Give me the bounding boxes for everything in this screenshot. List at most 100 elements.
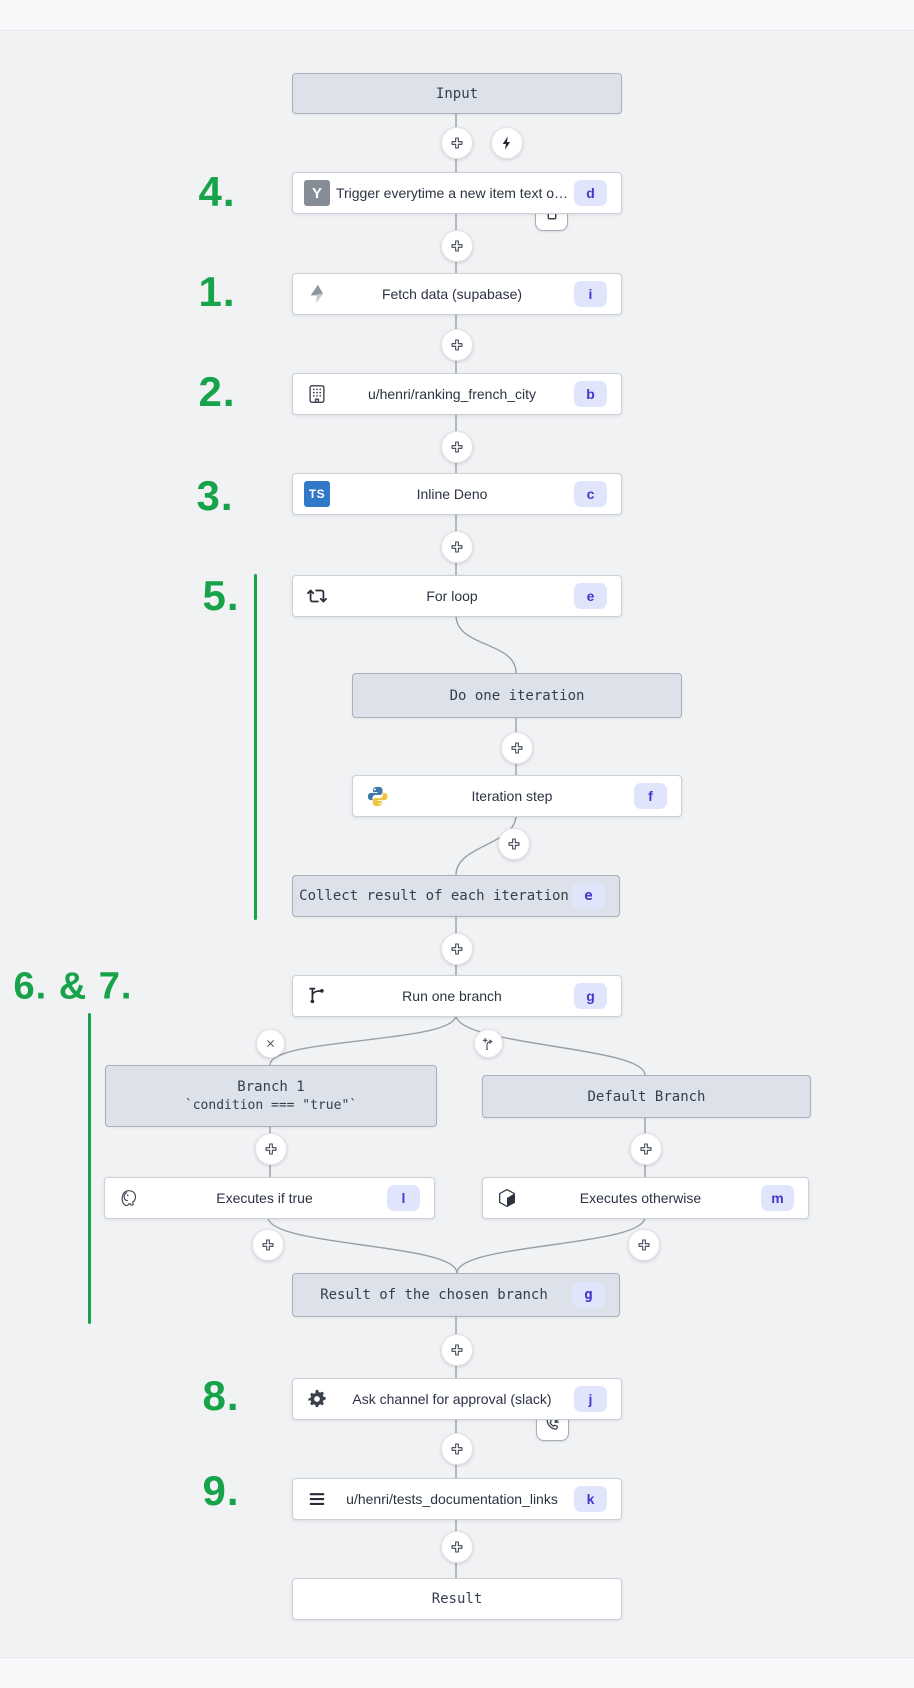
python-icon xyxy=(364,783,390,809)
result-node-label: Result xyxy=(431,1591,483,1607)
add-step-button[interactable] xyxy=(441,431,473,463)
annotation-number-3: 3. xyxy=(196,472,234,519)
branch-1-condition: `condition === "true"` xyxy=(184,1098,358,1113)
add-step-button[interactable] xyxy=(441,230,473,262)
step-fetch-data[interactable]: Fetch data (supabase) i xyxy=(292,273,622,315)
step-executes-otherwise[interactable]: Executes otherwise m xyxy=(482,1177,809,1219)
annotation-number-4: 4. xyxy=(198,168,236,215)
plus-icon xyxy=(451,240,463,252)
annotation-number-5: 5. xyxy=(202,572,240,619)
plus-icon xyxy=(508,838,520,850)
step-tests-documentation-links[interactable]: u/henri/tests_documentation_links k xyxy=(292,1478,622,1520)
plus-icon xyxy=(451,1344,463,1356)
result-of-chosen-branch-badge: g xyxy=(572,1282,605,1308)
gear-icon xyxy=(304,1386,330,1412)
default-branch-header[interactable]: Default Branch xyxy=(482,1075,811,1118)
step-executes-if-true[interactable]: Executes if true l xyxy=(104,1177,435,1219)
step-label: Executes if true xyxy=(216,1190,313,1206)
plus-icon xyxy=(451,541,463,553)
plus-icon xyxy=(511,742,523,754)
step-label: Trigger everytime a new item text o… xyxy=(335,185,569,201)
typescript-icon: TS xyxy=(304,481,330,507)
step-label: u/henri/ranking_french_city xyxy=(367,386,537,402)
step-run-one-branch[interactable]: Run one branch g xyxy=(292,975,622,1017)
step-badge: b xyxy=(574,381,607,407)
step-inline-deno[interactable]: TS Inline Deno c xyxy=(292,473,622,515)
postgresql-elephant-icon xyxy=(116,1185,142,1211)
trigger-shortcut-button[interactable] xyxy=(491,127,523,159)
add-step-button[interactable] xyxy=(252,1229,284,1261)
step-badge: f xyxy=(634,783,667,809)
step-badge: j xyxy=(574,1386,607,1412)
step-label: Ask channel for approval (slack) xyxy=(352,1391,552,1407)
add-branch-button[interactable] xyxy=(474,1029,503,1058)
add-step-button[interactable] xyxy=(630,1133,662,1165)
add-step-button[interactable] xyxy=(255,1133,287,1165)
annotation-number-6-7: 6. & 7. xyxy=(13,965,133,1008)
canvas-top-edge xyxy=(0,0,914,31)
result-node[interactable]: Result xyxy=(292,1578,622,1620)
input-node[interactable]: Input xyxy=(292,73,622,114)
annotation-number-2: 2. xyxy=(198,368,236,415)
add-step-button[interactable] xyxy=(628,1229,660,1261)
supabase-bolt-icon xyxy=(304,281,330,307)
do-one-iteration-label: Do one iteration xyxy=(449,687,585,704)
step-badge: d xyxy=(574,180,607,206)
step-label: Fetch data (supabase) xyxy=(381,286,523,302)
step-label: Executes otherwise xyxy=(579,1190,702,1206)
step-ranking-french-city[interactable]: u/henri/ranking_french_city b xyxy=(292,373,622,415)
annotation-bracket-6-7 xyxy=(88,1013,91,1324)
add-step-button[interactable] xyxy=(501,732,533,764)
result-of-chosen-branch-node[interactable]: Result of the chosen branch g xyxy=(292,1273,620,1317)
step-trigger[interactable]: Y Trigger everytime a new item text o… d xyxy=(292,172,622,214)
add-step-button[interactable] xyxy=(441,329,473,361)
step-label: Run one branch xyxy=(402,988,502,1004)
input-node-label: Input xyxy=(435,85,479,102)
annotation-number-9: 9. xyxy=(202,1467,240,1514)
step-label: For loop xyxy=(426,588,478,604)
default-branch-label: Default Branch xyxy=(587,1088,706,1105)
add-step-button[interactable] xyxy=(441,1433,473,1465)
split-branch-icon xyxy=(482,1037,493,1050)
annotation-number-8: 8. xyxy=(202,1372,240,1419)
add-step-button[interactable] xyxy=(498,828,530,860)
plus-icon xyxy=(451,1541,463,1553)
plus-icon xyxy=(451,339,463,351)
step-for-loop[interactable]: For loop e xyxy=(292,575,622,617)
collect-result-badge: e xyxy=(572,883,605,909)
collect-result-node[interactable]: Collect result of each iteration e xyxy=(292,875,620,917)
add-step-button[interactable] xyxy=(441,1334,473,1366)
add-step-button[interactable] xyxy=(441,127,473,159)
do-one-iteration-node[interactable]: Do one iteration xyxy=(352,673,682,718)
lightning-bolt-icon xyxy=(502,136,511,150)
plus-icon xyxy=(640,1143,652,1155)
plus-icon xyxy=(451,441,463,453)
step-badge: k xyxy=(574,1486,607,1512)
step-badge: e xyxy=(574,583,607,609)
git-branch-icon xyxy=(304,983,330,1009)
branch-1-header[interactable]: Branch 1 `condition === "true"` xyxy=(105,1065,437,1127)
remove-branch-button[interactable] xyxy=(256,1029,285,1058)
step-badge: l xyxy=(387,1185,420,1211)
list-icon xyxy=(304,1486,330,1512)
add-step-button[interactable] xyxy=(441,1531,473,1563)
collect-result-label: Collect result of each iteration xyxy=(299,888,569,904)
result-of-chosen-branch-label: Result of the chosen branch xyxy=(320,1287,548,1303)
plus-icon xyxy=(451,1443,463,1455)
plus-icon xyxy=(262,1239,274,1251)
x-icon xyxy=(267,1040,274,1047)
step-ask-channel-approval[interactable]: Ask channel for approval (slack) j xyxy=(292,1378,622,1420)
step-iteration[interactable]: Iteration step f xyxy=(352,775,682,817)
step-badge: c xyxy=(574,481,607,507)
plus-icon xyxy=(451,943,463,955)
step-badge: i xyxy=(574,281,607,307)
step-label: Inline Deno xyxy=(416,486,488,502)
plus-icon xyxy=(451,137,463,149)
step-label: u/henri/tests_documentation_links xyxy=(346,1491,558,1507)
branch-1-title: Branch 1 xyxy=(237,1079,305,1095)
add-step-button[interactable] xyxy=(441,531,473,563)
add-step-button[interactable] xyxy=(441,933,473,965)
repeat-loop-icon xyxy=(304,583,330,609)
step-badge: m xyxy=(761,1185,794,1211)
